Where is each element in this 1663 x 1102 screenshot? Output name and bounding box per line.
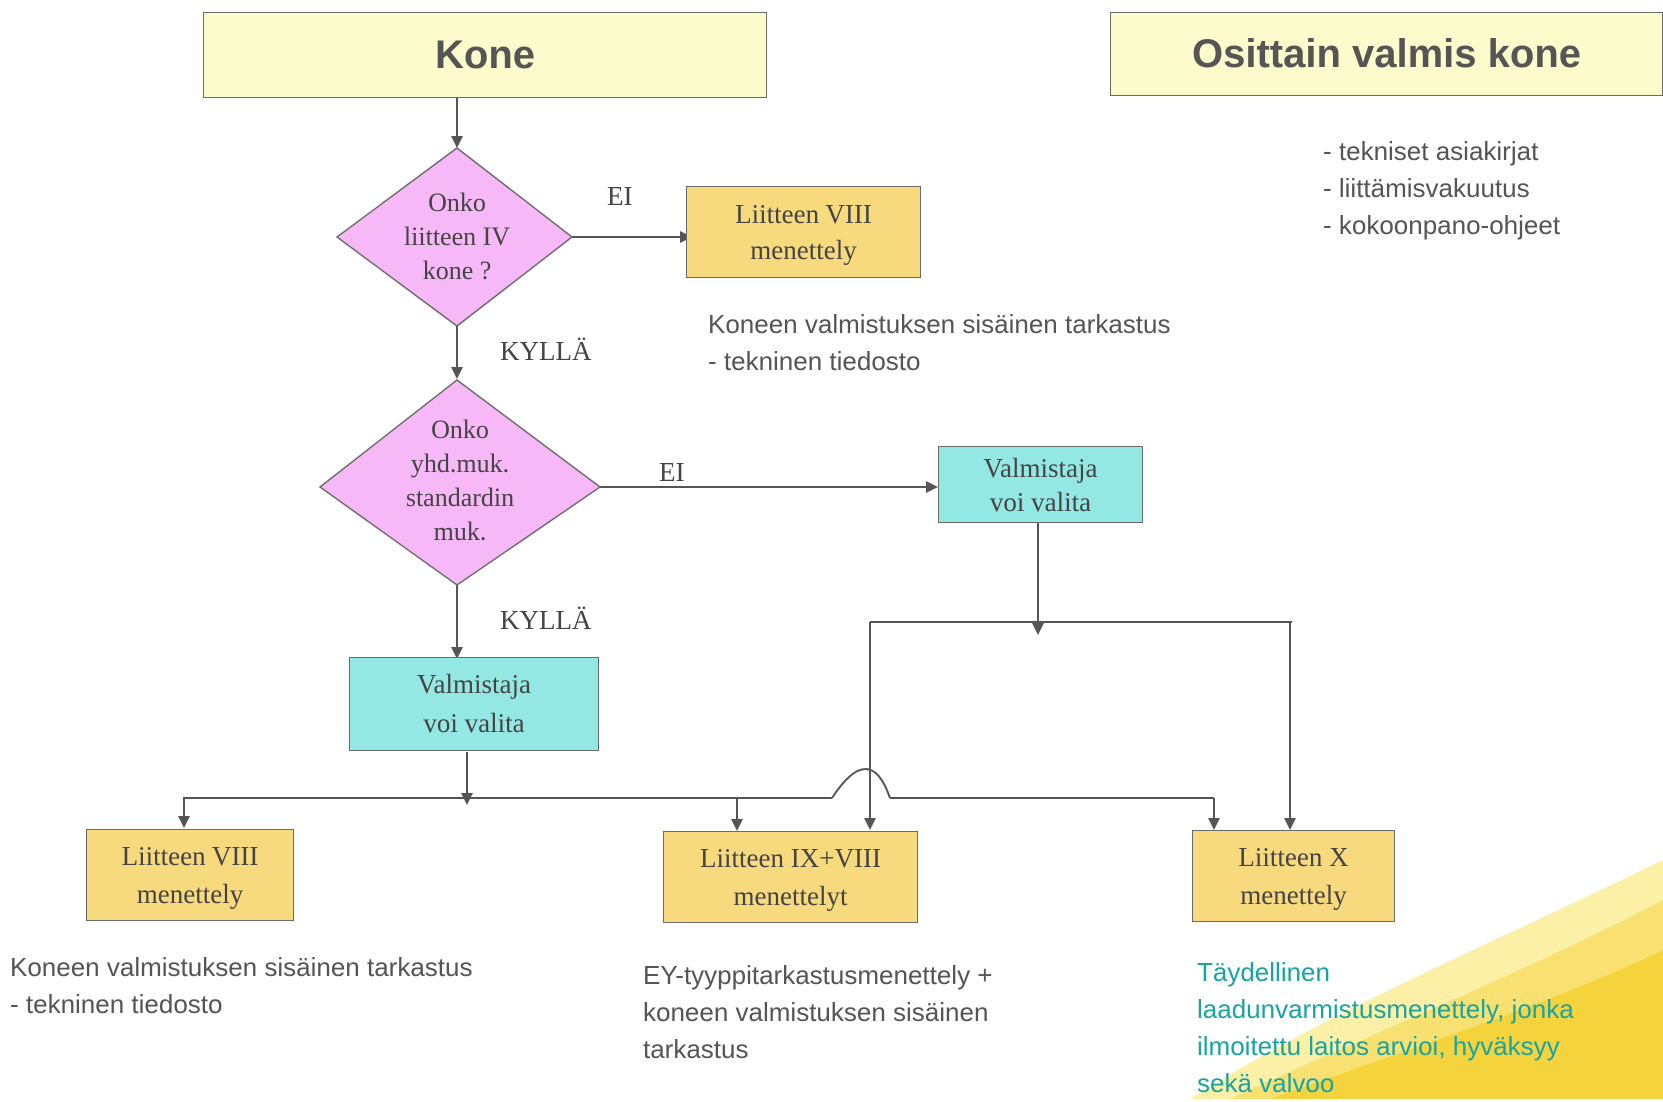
ei-label-1: EI	[607, 181, 633, 211]
decision-2-text: Onko yhd.muk. standardin muk.	[380, 413, 540, 549]
box-line: menettely	[1240, 880, 1347, 910]
osittain-title: Osittain valmis kone	[1191, 31, 1582, 76]
decision-1-text: Onko liitteen IV kone ?	[387, 186, 527, 288]
valmistaja-left-box: Valmistaja voi valita	[349, 657, 599, 751]
kylla-label-2: KYLLÄ	[500, 605, 592, 635]
box-line: Valmistaja	[983, 452, 1098, 483]
box-line: menettely	[136, 879, 244, 909]
box-line: Liitteen VIII	[121, 841, 259, 871]
box-line: Liitteen X	[1238, 842, 1349, 872]
note-line: sekä valvoo	[1197, 1068, 1335, 1098]
decision-1-line: liitteen IV	[403, 222, 511, 251]
decision-1-line: Onko	[428, 188, 486, 217]
ei-label-2: EI	[659, 457, 685, 487]
decision-2-line: standardin	[405, 483, 515, 512]
decision-diamond-1	[335, 147, 574, 327]
note-line: EY-tyyppitarkastusmenettely +	[643, 960, 993, 990]
liite8-top-box: Liitteen VIII menettely	[686, 186, 921, 278]
valmistaja-right-box: Valmistaja voi valita	[938, 446, 1143, 523]
note-line: Koneen valmistuksen sisäinen tarkastus	[708, 309, 1171, 339]
osittain-title-box: Osittain valmis kone	[1110, 12, 1663, 96]
bottom-right-note: Täydellinen laadunvarmistusmenettely, jo…	[1197, 954, 1574, 1102]
box-line: voi valita	[423, 708, 525, 738]
liite10-box: Liitteen X menettely	[1192, 830, 1395, 922]
note-line: laadunvarmistusmenettely, jonka	[1197, 994, 1574, 1024]
decision-2-line: Onko	[431, 415, 489, 444]
box-line: Liitteen VIII	[735, 199, 872, 229]
decision-2-line: muk.	[433, 517, 487, 546]
decision-diamond-2	[318, 379, 602, 586]
box-line: menettelyt	[733, 881, 848, 911]
osittain-list-item: - tekniset asiakirjat	[1323, 136, 1539, 166]
note-line: koneen valmistuksen sisäinen	[643, 997, 989, 1027]
liite9-8-box: Liitteen IX+VIII menettelyt	[663, 831, 918, 923]
kone-title: Kone	[435, 32, 535, 77]
osittain-list-item: - kokoonpano-ohjeet	[1323, 210, 1561, 240]
osittain-list-item: - liittämisvakuutus	[1323, 173, 1530, 203]
note-line: Koneen valmistuksen sisäinen tarkastus	[10, 952, 473, 982]
osittain-list: - tekniset asiakirjat - liittämisvakuutu…	[1323, 133, 1560, 244]
liite8-bottom-box: Liitteen VIII menettely	[86, 829, 294, 921]
note-line: - tekninen tiedosto	[708, 346, 921, 376]
note-line: ilmoitettu laitos arvioi, hyväksyy	[1197, 1031, 1560, 1061]
box-line: voi valita	[989, 486, 1092, 517]
decision-2-line: yhd.muk.	[410, 449, 510, 478]
note-line: Täydellinen	[1197, 957, 1330, 987]
box-line: Liitteen IX+VIII	[700, 843, 881, 873]
box-line: Valmistaja	[417, 669, 531, 699]
bottom-left-note: Koneen valmistuksen sisäinen tarkastus -…	[10, 949, 472, 1023]
note-line: - tekninen tiedosto	[10, 989, 223, 1019]
bottom-mid-note: EY-tyyppitarkastusmenettely + koneen val…	[643, 957, 993, 1068]
box-line: menettely	[750, 235, 857, 265]
note-line: tarkastus	[643, 1034, 749, 1064]
decision-1-line: kone ?	[422, 256, 492, 285]
kylla-label-1: KYLLÄ	[500, 336, 592, 366]
top-note: Koneen valmistuksen sisäinen tarkastus -…	[708, 306, 1170, 380]
kone-title-box: Kone	[203, 12, 767, 98]
